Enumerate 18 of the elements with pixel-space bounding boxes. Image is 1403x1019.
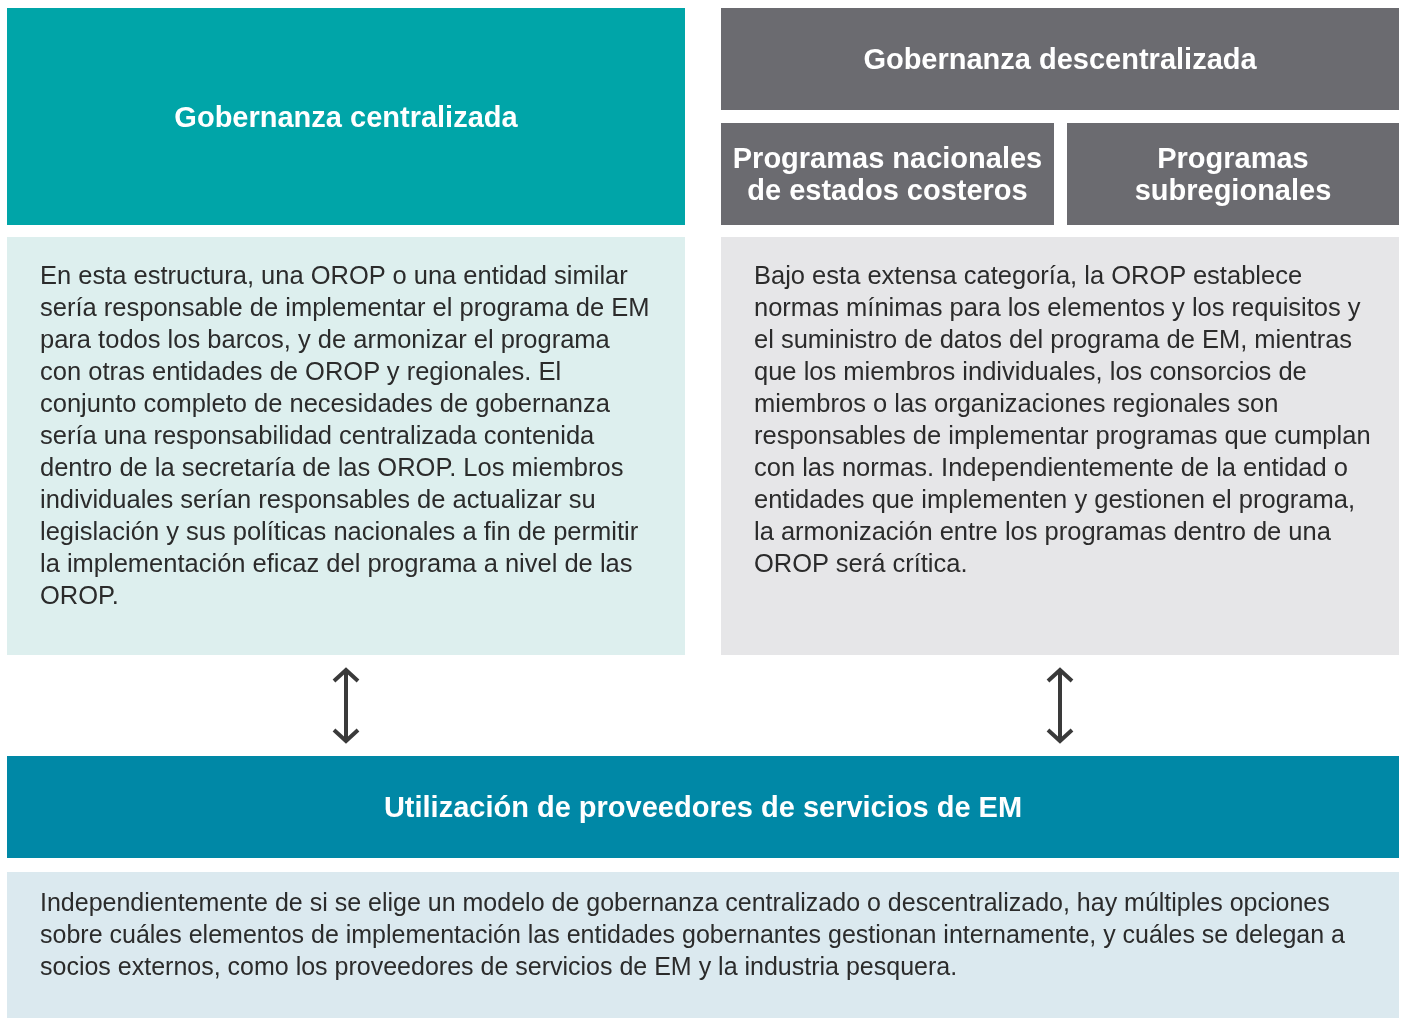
description-box (721, 237, 1399, 655)
header-box (7, 8, 685, 225)
paragraph-text: Independientemente de si se elige un modelo de gobernanza centralizado o descentralizado, hay múltiples opciones sobre cuáles elementos de implementación las entidades gobernantes gestionan internamente, y cuáles se delegan a socios externos, como los proveedores de servicios de EM y la industria pesquera. (40, 887, 1346, 982)
header-box (1067, 123, 1399, 225)
heading-text: Programas subregionales (1133, 142, 1333, 206)
heading-text: Utilización de proveedores de servicios de EM (383, 791, 1023, 823)
heading-text: Gobernanza descentralizada (863, 43, 1257, 75)
heading-text: Gobernanza centralizada (174, 100, 518, 133)
paragraph-text: En esta estructura, una OROP o una entidad similar sería responsable de implementar el programa de EM para todos los barcos, y de armonizar el programa con otras entidades de OROP y regionales. El conjunto completo de necesidades de gobernanza sería una responsabilidad centralizada contenida dentro de la secretaría de las OROP. Los miembros individuales serían responsables de actualizar su legislación y sus políticas nacionales a fin de permitir la implementación eficaz del programa a nivel de las OROP. (40, 260, 651, 611)
description-box (7, 872, 1399, 1018)
double-arrow (1046, 668, 1074, 743)
heading-text: Programas nacionales de estados costeros (731, 142, 1044, 206)
description-box (7, 237, 685, 655)
double-arrow (332, 668, 360, 743)
header-box (721, 123, 1054, 225)
header-box (7, 756, 1399, 858)
paragraph-text: Bajo esta extensa categoría, la OROP establece normas mínimas para los elementos y los requisitos y el suministro de datos del programa de EM, mientras que los miembros individuales, los consorcios de miembros o las organizaciones regionales son responsables de implementar programas que cumplan con las normas. Independientemente de la entidad o entidades que implementen y gestionen el programa, la armonización entre los programas dentro de una OROP será crítica. (754, 260, 1372, 579)
header-box (721, 8, 1399, 110)
